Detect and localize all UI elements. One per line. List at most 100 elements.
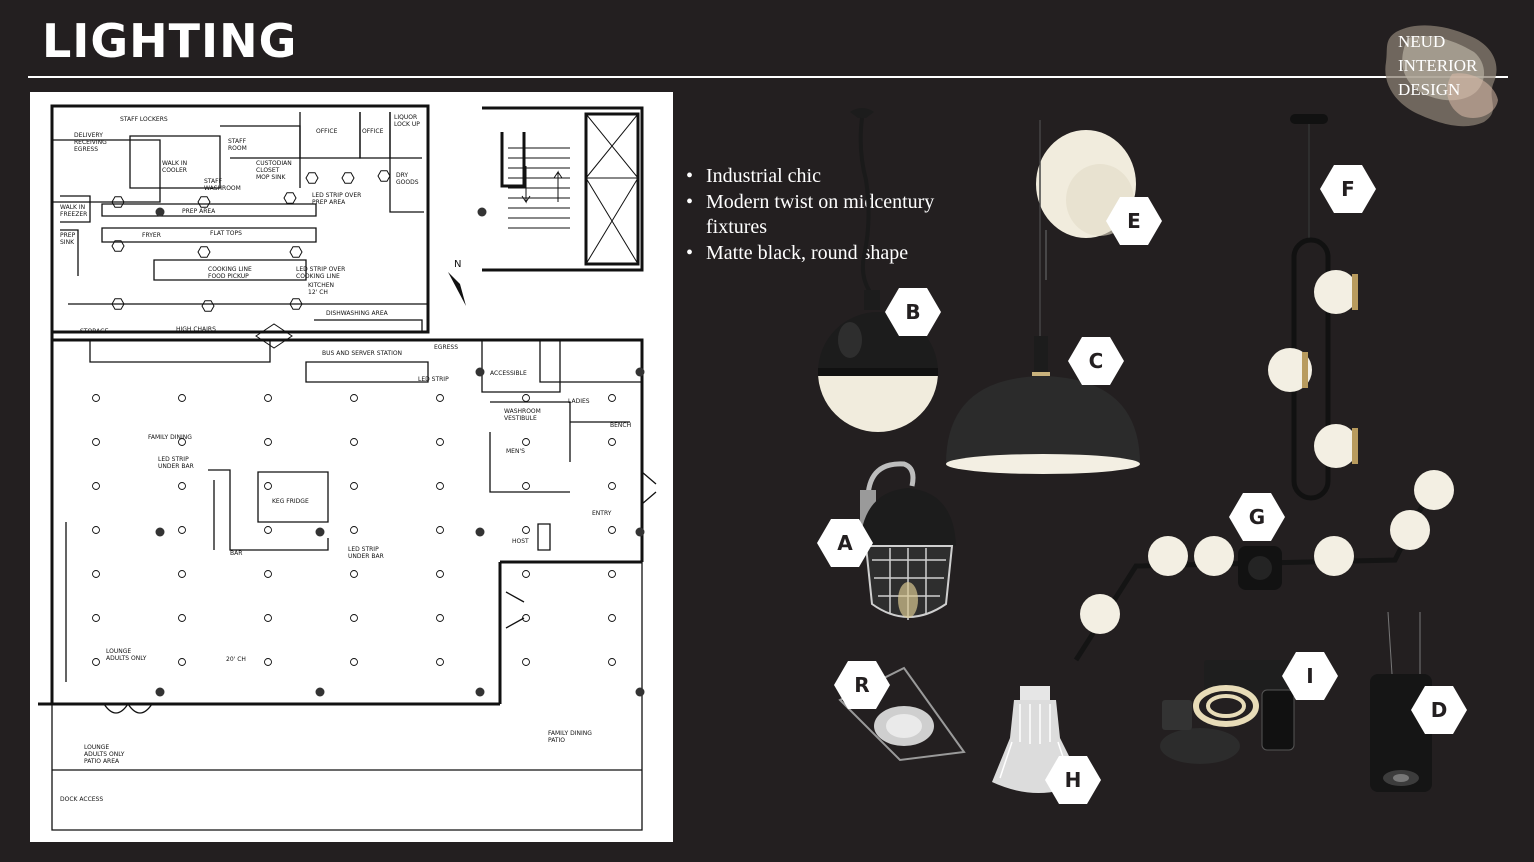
plan-pendant-symbol [475,527,485,537]
feature-list: Industrial chic Modern twist on midcentu… [686,164,996,266]
plan-label-walk-in-cooler: WALK IN COOLER [162,160,188,174]
plan-label-led-bar-2: LED STRIP UNDER BAR [348,546,384,560]
plan-downlight-symbol [92,658,100,666]
plan-downlight-symbol [92,570,100,578]
plan-pendant-symbol [475,687,485,697]
plan-label-office-2: OFFICE [362,128,384,135]
fixture-c-dome-image [946,120,1140,474]
plan-downlight-symbol [178,394,186,402]
plan-label-lounge: LOUNGE ADULTS ONLY [106,648,147,662]
brand-logo-text: NEUD INTERIOR DESIGN [1398,30,1477,102]
feature-item-2: Modern twist on midcentury fixtures [686,190,996,241]
plan-downlight-symbol [608,658,616,666]
plan-label-dock: DOCK ACCESS [60,796,104,803]
plan-downlight-symbol [178,482,186,490]
plan-downlight-symbol [178,658,186,666]
plan-fixture-hex-symbol [283,192,297,204]
plan-fixture-hex-symbol [111,240,125,252]
fixture-label-b: B [905,300,921,324]
plan-label-fryer: FRYER [142,232,161,239]
plan-downlight-symbol [350,394,358,402]
fixture-b-pendant-image [818,108,938,432]
plan-label-staff-lockers: STAFF LOCKERS [120,116,168,123]
plan-fixture-hex-symbol [289,246,303,258]
plan-fixture-hex-symbol [305,172,319,184]
hex-badge-e [1106,197,1162,245]
logo-line-1: NEUD [1398,32,1446,51]
plan-label-dry-goods: DRY GOODS [396,172,419,186]
plan-label-bar: BAR [230,550,243,557]
plan-pendant-symbol [315,527,325,537]
plan-downlight-symbol [178,570,186,578]
fixture-g-branch-image [1073,470,1454,662]
plan-label-prep-area: PREP AREA [182,208,216,215]
feature-item-1: Industrial chic [686,164,996,190]
plan-pendant-symbol [635,367,645,377]
plan-downlight-symbol [92,482,100,490]
logo-line-3: DESIGN [1398,80,1461,99]
plan-downlight-symbol [350,614,358,622]
plan-label-delivery: DELIVERY RECEIVING EGRESS [74,132,107,153]
plan-pendant-symbol [477,207,487,217]
plan-downlight-symbol [92,526,100,534]
plan-pendant-symbol [475,367,485,377]
plan-downlight-symbol [436,658,444,666]
plan-label-lounge-patio: LOUNGE ADULTS ONLY PATIO AREA [84,744,125,765]
plan-downlight-symbol [350,570,358,578]
fixture-label-i: I [1306,664,1314,688]
fixture-label-f: F [1341,177,1355,201]
plan-fixture-hex-symbol [111,298,125,310]
fixture-label-g: G [1248,505,1266,529]
page-title: LIGHTING [42,14,298,68]
floor-plan-drawing [38,104,657,831]
plan-label-dishwashing: DISHWASHING AREA [326,310,388,317]
plan-label-mens: MEN'S [506,448,525,455]
plan-downlight-symbol [264,394,272,402]
plan-downlight-symbol [264,526,272,534]
plan-label-family-patio: FAMILY DINING PATIO [548,730,592,744]
plan-label-liquor: LIQUOR LOCK UP [394,114,420,128]
plan-pendant-symbol [155,527,165,537]
hex-badge-i [1282,652,1338,700]
plan-label-custodian: CUSTODIAN CLOSET MOP SINK [256,160,292,181]
fixture-a-sconce-image [860,461,956,620]
plan-downlight-symbol [436,570,444,578]
plan-downlight-symbol [92,614,100,622]
feature-item-3: Matte black, round shape [686,241,996,267]
plan-label-washroom-vestibule: WASHROOM VESTIBULE [504,408,541,422]
plan-label-host: HOST [512,538,529,545]
plan-fixture-hex-symbol [341,172,355,184]
plan-pendant-symbol [635,687,645,697]
fixture-label-r: R [854,673,870,697]
plan-label-ch20: 20' CH [226,656,246,663]
plan-label-flat-tops: FLAT TOPS [210,230,242,237]
fixture-i-ledstrip-image [1160,660,1295,764]
plan-downlight-symbol [608,614,616,622]
plan-label-prep-sink: PREP SINK [60,232,76,246]
plan-downlight-symbol [522,570,530,578]
plan-label-ladies: LADIES [568,398,590,405]
plan-label-entry: ENTRY [592,510,612,517]
plan-label-bench: BENCH [610,422,632,429]
plan-label-north: N [454,259,462,270]
plan-downlight-symbol [436,482,444,490]
plan-label-keg-fridge: KEG FRIDGE [272,498,309,505]
fixture-label-a: A [837,531,853,555]
plan-label-accessible: ACCESSIBLE [490,370,527,377]
plan-downlight-symbol [522,658,530,666]
plan-fixture-hex-symbol [111,196,125,208]
plan-downlight-symbol [178,438,186,446]
plan-downlight-symbol [608,526,616,534]
logo-line-2: INTERIOR [1398,56,1478,75]
plan-downlight-symbol [608,438,616,446]
plan-downlight-symbol [608,570,616,578]
plan-downlight-symbol [436,526,444,534]
plan-downlight-symbol [350,438,358,446]
plan-pendant-symbol [155,207,165,217]
plan-fixture-hex-symbol [201,300,215,312]
plan-label-led-cooking: LED STRIP OVER COOKING LINE [296,266,346,280]
plan-label-high-chairs: HIGH CHAIRS [176,326,216,333]
plan-label-cooking-line: COOKING LINE FOOD PICKUP [208,266,252,280]
plan-downlight-symbol [350,658,358,666]
